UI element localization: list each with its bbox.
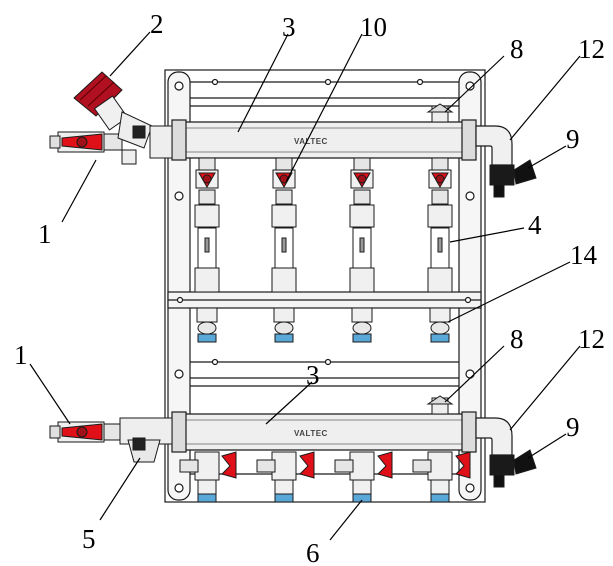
flowmeter-loop-3: [349, 157, 375, 343]
drain-valve-lever: [513, 449, 537, 475]
loop-connector-nut: [430, 493, 450, 503]
leader-12-top: [509, 55, 581, 141]
leader-14: [447, 261, 571, 323]
leader-9-bottom: [527, 433, 567, 459]
loop-connector-nut: [430, 333, 450, 343]
frame-screw: [174, 483, 184, 493]
return-valve-cap: [221, 451, 237, 479]
callout-2: 2: [150, 9, 164, 39]
callout-8-bottom: 8: [510, 324, 524, 354]
callout-3-top: 3: [282, 12, 296, 42]
leader-10: [285, 33, 363, 183]
frame-screw: [465, 81, 475, 91]
return-valve-4: [412, 451, 471, 503]
leader-lines: [29, 31, 581, 541]
loop-connector-nut: [274, 493, 294, 503]
leader-1-bottom: [29, 363, 71, 425]
loop-connector-nut: [274, 333, 294, 343]
leader-8-bottom: [444, 345, 505, 403]
drain-valve-lever: [513, 159, 537, 185]
frame-hole: [176, 296, 184, 304]
leader-9-top: [527, 145, 567, 169]
callout-3-bottom: 3: [306, 360, 320, 390]
inlet-ball-valve-bottom: [49, 421, 123, 443]
loop-connector-nut: [352, 333, 372, 343]
flowmeter-loop-2: [271, 157, 297, 343]
leader-8-top: [444, 55, 505, 113]
return-valve-2: [256, 451, 315, 503]
frame-screw: [465, 369, 475, 379]
leader-3-top: [237, 33, 289, 133]
balancing-valve-handwheel: [73, 71, 123, 117]
leader-12-bottom: [509, 345, 581, 431]
leader-5: [99, 457, 141, 521]
frame-hole: [211, 358, 219, 366]
return-valve-cap: [299, 451, 315, 479]
return-manifold-end-left: [171, 411, 187, 453]
frame-hole: [416, 78, 424, 86]
callout-1-bottom: 1: [14, 340, 28, 370]
frame-right-upright: [458, 71, 482, 501]
leader-4: [449, 227, 525, 243]
loop-connector-nut: [197, 493, 217, 503]
strainer-filter: [119, 417, 173, 463]
balancing-valve: [73, 71, 173, 165]
frame-hole: [211, 78, 219, 86]
callout-9-bottom: 9: [566, 412, 580, 442]
drain-valve-bottom: [489, 449, 537, 488]
supply-manifold: VALTEC: [171, 119, 477, 161]
leader-2: [109, 31, 151, 77]
callout-6: 6: [306, 538, 320, 566]
leader-1-top: [61, 159, 97, 223]
frame-screw: [174, 81, 184, 91]
return-valve-1: [179, 451, 237, 503]
loop-connector-nut: [352, 493, 372, 503]
loop-connector-nut: [197, 333, 217, 343]
leader-3-bottom: [265, 381, 313, 425]
leader-6: [329, 499, 363, 541]
frame-hole: [464, 296, 472, 304]
return-valve-3: [334, 451, 393, 503]
callout-9-top: 9: [566, 124, 580, 154]
callout-12-bottom: 12: [578, 324, 605, 354]
brand-logo-bottom: VALTEC: [294, 429, 328, 438]
frame-screw: [465, 191, 475, 201]
supply-manifold-end-right: [461, 119, 477, 161]
air-vent-bottom: [426, 395, 454, 415]
frame-screw: [465, 483, 475, 493]
supply-manifold-end-left: [171, 119, 187, 161]
inlet-ball-valve-top: [49, 131, 123, 153]
brand-logo-top: VALTEC: [294, 137, 328, 146]
callout-5: 5: [82, 524, 96, 554]
return-manifold-end-right: [461, 411, 477, 453]
callout-8-top: 8: [510, 34, 524, 64]
callout-10: 10: [360, 12, 387, 42]
return-manifold: VALTEC: [171, 411, 477, 453]
return-valve-cap: [377, 451, 393, 479]
callout-labels: 1 2 3 10 8 12 9 4 14 1 8 12 3 9 5 6: [14, 9, 605, 566]
flowmeter-loop-1: [194, 157, 220, 343]
frame-hole: [324, 78, 332, 86]
air-vent-top: [426, 103, 454, 123]
frame-screw: [174, 191, 184, 201]
drain-valve-top: [489, 159, 537, 198]
callout-12-top: 12: [578, 34, 605, 64]
callout-4: 4: [528, 210, 542, 240]
frame-hole: [324, 358, 332, 366]
flowmeter-loop-4: [427, 157, 453, 343]
return-valve-cap: [455, 451, 471, 479]
frame-left-upright: [167, 71, 191, 501]
callout-14: 14: [570, 240, 598, 270]
callout-1-top: 1: [38, 219, 52, 249]
frame-screw: [174, 369, 184, 379]
